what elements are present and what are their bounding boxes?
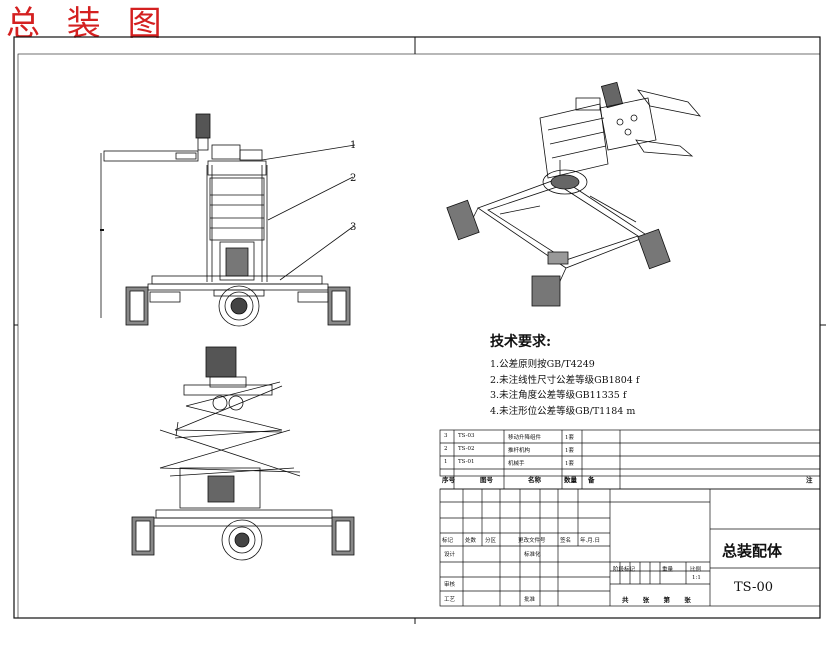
tb-stage-mark: 阶段标记: [613, 567, 636, 573]
tb-drawing-name: 总装配体: [722, 542, 783, 560]
tb-change-doc: 更改文件号: [518, 538, 546, 544]
callout-3: 3: [350, 222, 356, 233]
tech-req-item: 1.公差原则按GB/T4249: [490, 359, 595, 370]
tech-req-title: 技术要求:: [490, 334, 552, 350]
technical-requirements: 技术要求: 1.公差原则按GB/T4249 2.未注线性尺寸公差等级GB1804…: [490, 331, 639, 419]
tb-design: 设计: [444, 552, 456, 558]
title-block-grid: [439, 488, 821, 607]
tb-process: 工艺: [444, 597, 456, 603]
tech-req-item: 3.未注角度公差等级GB11335 f: [490, 390, 627, 401]
part-name: 移动升降组件: [508, 435, 542, 441]
tb-change-sign: 签名: [560, 538, 572, 544]
part-no: 2: [444, 446, 448, 452]
tb-change-date: 年.月.日: [580, 538, 600, 544]
parts-header-note: 注: [806, 476, 813, 484]
part-code: TS-03: [458, 433, 475, 439]
tb-change-zone: 分区: [485, 538, 497, 544]
part-name: 机械手: [508, 461, 525, 467]
parts-header-qty: 数量: [564, 476, 577, 484]
tb-drawing-number: TS-00: [734, 580, 773, 595]
parts-header-material: 备: [588, 476, 595, 484]
part-no: 1: [444, 459, 448, 465]
part-code: TS-01: [458, 459, 475, 465]
tb-standardize: 标准化: [524, 552, 541, 558]
front-view: [100, 113, 356, 327]
tb-review: 审核: [444, 582, 456, 588]
part-no: 3: [444, 433, 448, 439]
parts-header-no: 序号: [442, 476, 455, 484]
part-qty: 1套: [565, 461, 574, 467]
tb-weight: 重量: [662, 567, 674, 573]
part-qty: 1套: [565, 448, 574, 454]
tb-sheet-info: 共 张 第 张: [622, 596, 697, 604]
callout-2: 2: [350, 173, 356, 184]
part-code: TS-02: [458, 446, 475, 452]
tb-change-count: 处数: [465, 538, 477, 544]
sheet-frame: [13, 36, 826, 624]
side-view: [131, 346, 355, 561]
parts-header-name: 名称: [528, 476, 541, 484]
tb-scale-value: 1:1: [692, 575, 701, 581]
tb-scale-label: 比例: [690, 567, 702, 573]
tech-req-item: 4.未注形位公差等级GB/T1184 m: [490, 405, 636, 417]
isometric-view: [446, 81, 702, 307]
callout-1: 1: [350, 140, 356, 151]
parts-list-grid: [439, 429, 821, 490]
tb-change-mark: 标记: [442, 538, 454, 544]
parts-header-code: 图号: [480, 476, 493, 484]
part-name: 推杆机构: [508, 448, 531, 454]
tech-req-item: 2.未注线性尺寸公差等级GB1804 f: [490, 374, 640, 386]
part-qty: 1套: [565, 435, 574, 441]
tb-approve: 批准: [524, 597, 536, 603]
